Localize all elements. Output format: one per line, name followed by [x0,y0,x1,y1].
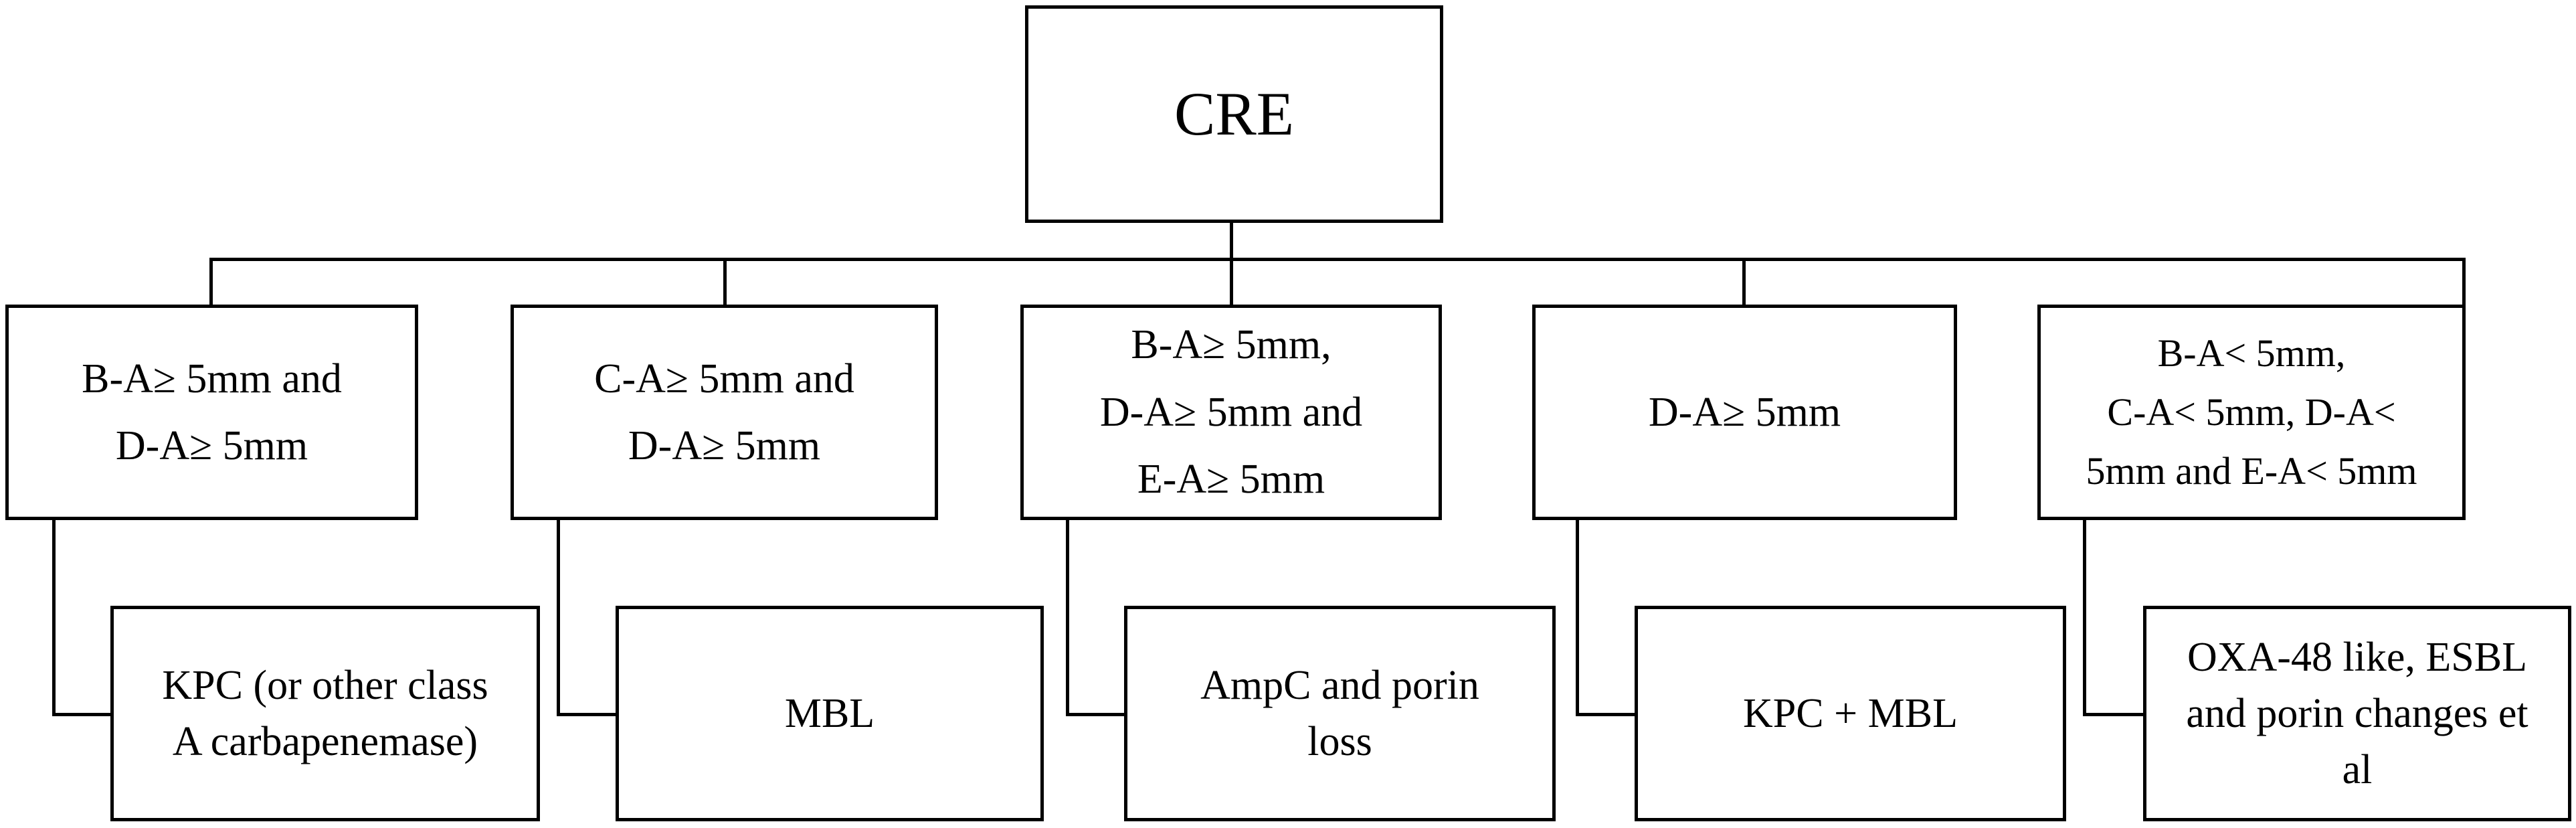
result-node-1: KPC (or other class A carbapenemase) [110,606,540,821]
result-node-3: AmpC and porin loss [1124,606,1556,821]
root-stem-line [1230,221,1233,259]
result-4-vertical-line [1576,517,1579,716]
result-3-horizontal-line [1066,713,1126,716]
criteria-node-1-label: B-A≥ 5mm and D-A≥ 5mm [82,355,342,469]
result-node-4: KPC + MBL [1635,606,2066,821]
result-4-horizontal-line [1576,713,1637,716]
result-2-vertical-line [557,517,560,716]
result-1-vertical-line [52,517,56,716]
criteria-node-5: B-A< 5mm, C-A< 5mm, D-A< 5mm and E-A< 5m… [2037,305,2466,520]
root-node: CRE [1025,5,1443,223]
result-1-horizontal-line [52,713,112,716]
criteria-4-drop-line [1742,258,1746,307]
criteria-2-drop-line [723,258,727,307]
result-node-2: MBL [616,606,1044,821]
criteria-3-drop-line [1230,258,1233,307]
criteria-5-drop-line [2462,258,2466,307]
result-5-horizontal-line [2083,713,2145,716]
criteria-node-2: C-A≥ 5mm and D-A≥ 5mm [511,305,938,520]
root-node-label: CRE [1174,80,1294,149]
criteria-node-5-label: B-A< 5mm, C-A< 5mm, D-A< 5mm and E-A< 5m… [2086,331,2417,493]
result-node-5-label: OXA-48 like, ESBL and porin changes et a… [2186,634,2528,793]
result-node-4-label: KPC + MBL [1743,690,1958,736]
result-node-5: OXA-48 like, ESBL and porin changes et a… [2143,606,2571,821]
result-3-vertical-line [1066,517,1069,716]
criteria-node-1: B-A≥ 5mm and D-A≥ 5mm [5,305,418,520]
result-node-1-label: KPC (or other class A carbapenemase) [162,662,488,764]
criteria-node-3-label: B-A≥ 5mm, D-A≥ 5mm and E-A≥ 5mm [1099,322,1363,503]
criteria-1-drop-line [209,258,213,307]
criteria-node-4-label: D-A≥ 5mm [1648,389,1841,435]
result-2-horizontal-line [557,713,618,716]
result-node-2-label: MBL [784,690,875,736]
branch-horizontal-line [209,258,2466,261]
criteria-node-3: B-A≥ 5mm, D-A≥ 5mm and E-A≥ 5mm [1020,305,1442,520]
criteria-node-4: D-A≥ 5mm [1532,305,1957,520]
result-node-3-label: AmpC and porin loss [1200,662,1479,764]
result-5-vertical-line [2083,517,2086,716]
criteria-node-2-label: C-A≥ 5mm and D-A≥ 5mm [594,355,854,469]
